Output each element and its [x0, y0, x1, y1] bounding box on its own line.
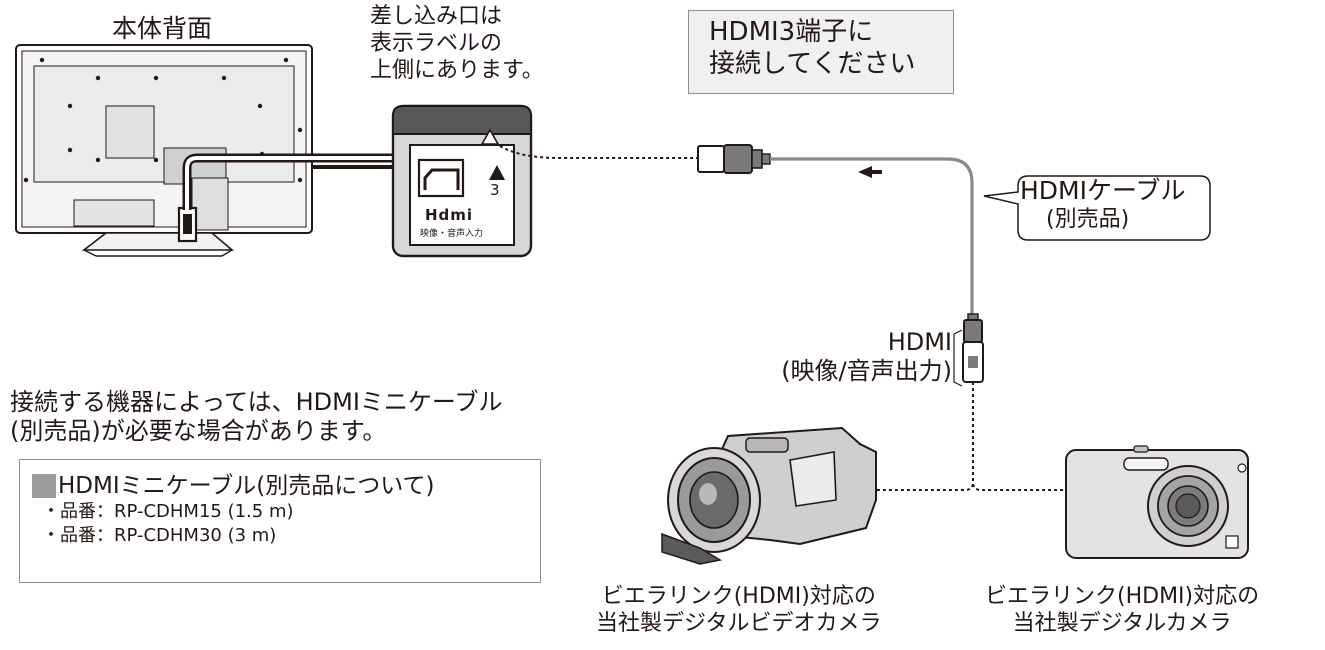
part-number-item: ・品番：RP-CDHM30 (3 m)	[42, 524, 277, 546]
up-triangle-icon	[489, 165, 505, 180]
camcorder-label-line: ビエラリンク(HDMI)対応の	[601, 584, 876, 609]
hdmi-plug-tv-side	[697, 145, 725, 173]
mini-cable-note: 接続する機器によっては、HDMIミニケーブル (別売品)が必要な場合があります。	[10, 388, 502, 447]
hdmi-output-name: HDMI	[887, 328, 952, 356]
hdmi-output-desc: (映像/音声出力)	[781, 357, 952, 386]
camera-label-line: 当社製デジタルカメラ	[1012, 610, 1232, 636]
port-caption: 映像・音声入力	[420, 229, 484, 239]
mini-cable-title: HDMIミニケーブル(別売品について)	[32, 472, 540, 500]
port-number: 3	[490, 181, 500, 199]
camcorder-label-line: 当社製デジタルビデオカメラ	[596, 610, 882, 636]
camcorder-illustration	[661, 426, 877, 565]
part-number-item: ・品番：RP-CDHM15 (1.5 m)	[42, 501, 294, 523]
port-location-note: 差し込み口は 表示ラベルの 上側にあります。	[370, 4, 544, 84]
instruction-box: HDMI3端子に 接続してください	[688, 10, 954, 94]
port-note-line: 上側にあります。	[370, 57, 544, 83]
cable-callout	[983, 175, 1211, 241]
hdmi-cable	[499, 144, 1068, 491]
square-bullet-icon	[32, 474, 56, 499]
direction-arrow-icon	[858, 166, 882, 178]
cable-name: HDMIケーブル	[1020, 176, 1186, 205]
port-note-line: 表示ラベルの	[370, 30, 503, 56]
hdmi-port-panel	[391, 104, 533, 258]
note-line: 接続する機器によっては、HDMIミニケーブル	[10, 388, 503, 416]
instruction-line: HDMI3端子に	[709, 17, 874, 47]
port-note-line: 差し込み口は	[370, 4, 503, 29]
tv-rear-illustration	[15, 44, 313, 257]
instruction-line: 接続してください	[709, 48, 916, 79]
up-arrow-icon	[480, 128, 500, 145]
camera-label-line: ビエラリンク(HDMI)対応の	[985, 584, 1260, 609]
note-line: (別売品)が必要な場合があります。	[10, 417, 387, 446]
port-leader-line	[182, 153, 395, 210]
hdmi-logo: Hdmi	[425, 206, 474, 224]
hdmi-output-label: HDMI (映像/音声出力)	[720, 328, 952, 387]
camera-label: ビエラリンク(HDMI)対応の 当社製デジタルカメラ	[985, 584, 1259, 638]
cable-optional: (別売品)	[1046, 206, 1130, 232]
camcorder-label: ビエラリンク(HDMI)対応の 当社製デジタルビデオカメラ	[596, 584, 882, 638]
tv-rear-label: 本体背面	[112, 14, 213, 43]
mini-cable-title-text: HDMIミニケーブル(別売品について)	[58, 473, 435, 499]
digital-camera-illustration	[1065, 445, 1249, 559]
mini-cable-box: HDMIミニケーブル(別売品について) ・品番：RP-CDHM15 (1.5 m…	[19, 459, 541, 583]
cable-callout-label: HDMIケーブル (別売品)	[1020, 176, 1186, 233]
